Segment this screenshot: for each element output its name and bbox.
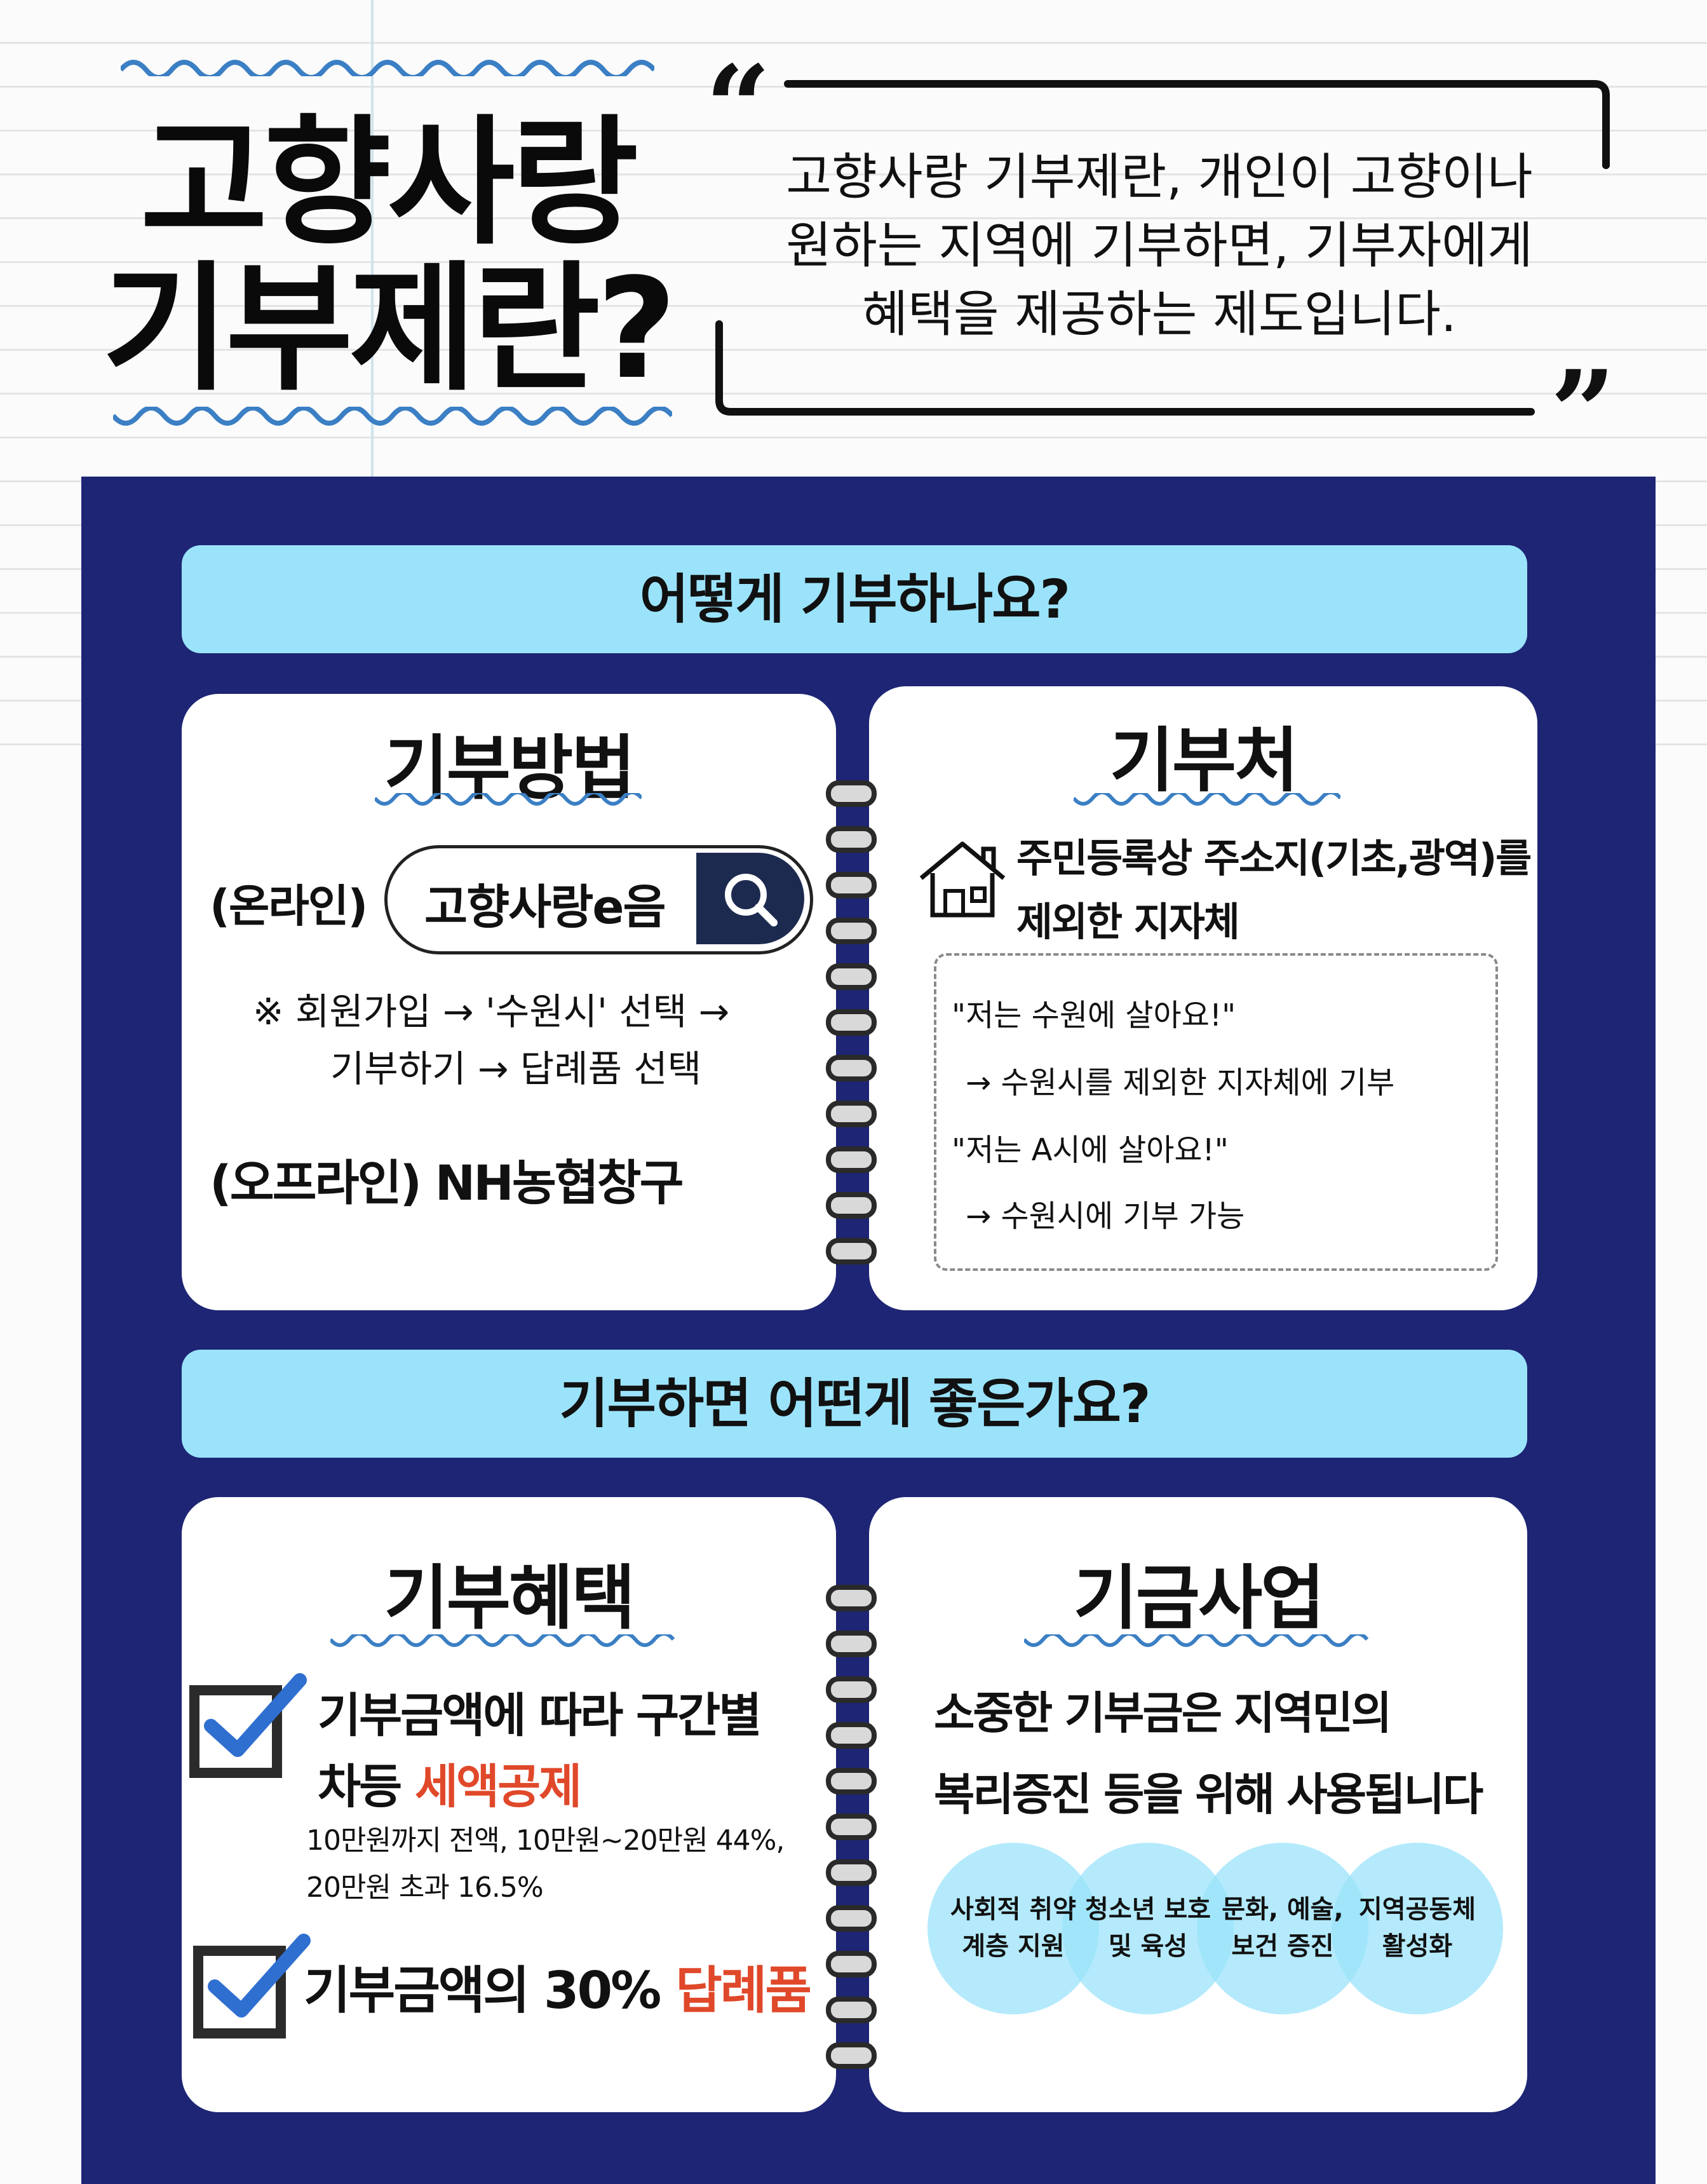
fund-circle-1-label: 사회적 취약 계층 지원 — [928, 1891, 1099, 1965]
fund-circle-3-line1: 문화, 예술, — [1222, 1895, 1344, 1924]
search-text: 고향사랑e음 — [424, 880, 666, 935]
example2-quote: "저는 A시에 살아요!" — [952, 1132, 1229, 1168]
gift-highlight: 답례품 — [675, 1961, 812, 2020]
fund-circle-2-line2: 및 육성 — [1108, 1932, 1188, 1961]
title-wave-icon — [375, 793, 642, 806]
example1-quote: "저는 수원에 살아요!" — [952, 998, 1236, 1033]
fund-circle-2-label: 청소년 보호 및 육성 — [1062, 1891, 1234, 1965]
online-steps-line2: 기부하기 → 답례품 선택 — [330, 1047, 702, 1090]
fund-circle-4 — [1332, 1843, 1503, 2014]
checkbox-check-icon — [193, 1934, 311, 2038]
open-quote-mark: “ — [705, 41, 771, 175]
definition-line2: 원하는 지역에 기부하면, 기부자에게 — [786, 217, 1533, 275]
benefit-detail-line1: 10만원까지 전액, 10만원~20만원 44%, — [306, 1824, 785, 1857]
benefit2-prefix: 기부금액의 30% — [304, 1961, 676, 2020]
benefit-detail-line2: 20만원 초과 16.5% — [306, 1871, 544, 1904]
fund-desc-line2: 복리증진 등을 위해 사용됩니다 — [934, 1768, 1483, 1821]
title-wave-icon — [330, 1634, 675, 1647]
donation-destination-title: 기부처 — [1109, 720, 1299, 801]
donation-destination-card: 기부처 — [869, 686, 1537, 1310]
example1-result: → 수원시를 제외한 지자체에 기부 — [966, 1065, 1395, 1101]
fund-circle-2-line1: 청소년 보호 — [1085, 1895, 1211, 1924]
fund-circle-1-line1: 사회적 취약 — [950, 1895, 1076, 1924]
destination-desc-line1: 주민등록상 주소지(기초,광역)를 — [1016, 835, 1532, 881]
fund-desc-line1: 소중한 기부금은 지역민의 — [934, 1687, 1392, 1739]
destination-desc-line2: 제외한 지자체 — [1016, 899, 1240, 945]
online-steps-line1: ※ 회원가입 → '수원시' 선택 → — [253, 990, 730, 1033]
offline-label: (오프라인) NH농협창구 — [210, 1155, 684, 1211]
page-title-line1: 고향사랑 — [140, 103, 638, 264]
tax-deduction-highlight: 세액공제 — [414, 1760, 582, 1814]
donation-benefits-card: 기부혜택 — [182, 1497, 836, 2112]
example2-result: → 수원시에 기부 가능 — [966, 1198, 1245, 1234]
benefit1-line2: 차등 세액공제 — [318, 1749, 582, 1817]
checkbox-check-icon — [189, 1673, 307, 1778]
definition-line1: 고향사랑 기부제란, 개인이 고향이나 — [786, 149, 1533, 206]
definition-text: 고향사랑 기부제란, 개인이 고향이나 원하는 지역에 기부하면, 기부자에게 … — [737, 143, 1582, 349]
definition-line3: 혜택을 제공하는 제도입니다. — [862, 286, 1457, 343]
title-wave-icon — [1074, 793, 1340, 806]
close-quote-mark: ” — [1550, 346, 1616, 480]
title-wave-icon — [1024, 1634, 1369, 1647]
wave-decoration-top — [121, 60, 654, 76]
house-icon — [919, 841, 1006, 918]
notebook-margin-line — [371, 0, 374, 483]
section1-banner: 어떻게 기부하나요? — [182, 545, 1527, 653]
page-title-line2: 기부제란? — [102, 249, 677, 410]
fund-circle-4-line2: 활성화 — [1382, 1932, 1453, 1961]
wave-decoration-bottom — [113, 407, 672, 426]
example-box — [934, 953, 1498, 1271]
fund-circle-4-line1: 지역공동체 — [1359, 1895, 1476, 1924]
online-label: (온라인) — [210, 880, 368, 932]
fund-circle-3-label: 문화, 예술, 보건 증진 — [1197, 1891, 1368, 1965]
search-icon — [725, 874, 778, 926]
fund-circle-3-line2: 보건 증진 — [1231, 1932, 1334, 1961]
donation-method-title: 기부방법 — [384, 728, 636, 809]
fund-circle-4-label: 지역공동체 활성화 — [1332, 1891, 1503, 1965]
quote-frame — [715, 80, 1610, 416]
benefit1-line1: 기부금액에 따라 구간별 — [318, 1688, 762, 1743]
donation-benefits-title: 기부혜택 — [384, 1557, 636, 1639]
fund-circle-1-line2: 계층 지원 — [962, 1932, 1065, 1961]
fund-project-title: 기금사업 — [1073, 1557, 1325, 1639]
benefit2-text: 기부금액의 30% 답례품 — [304, 1950, 812, 2023]
section2-banner: 기부하면 어떤게 좋은가요? — [182, 1350, 1527, 1458]
benefit1-prefix: 차등 — [318, 1760, 415, 1814]
search-button[interactable] — [696, 853, 804, 944]
